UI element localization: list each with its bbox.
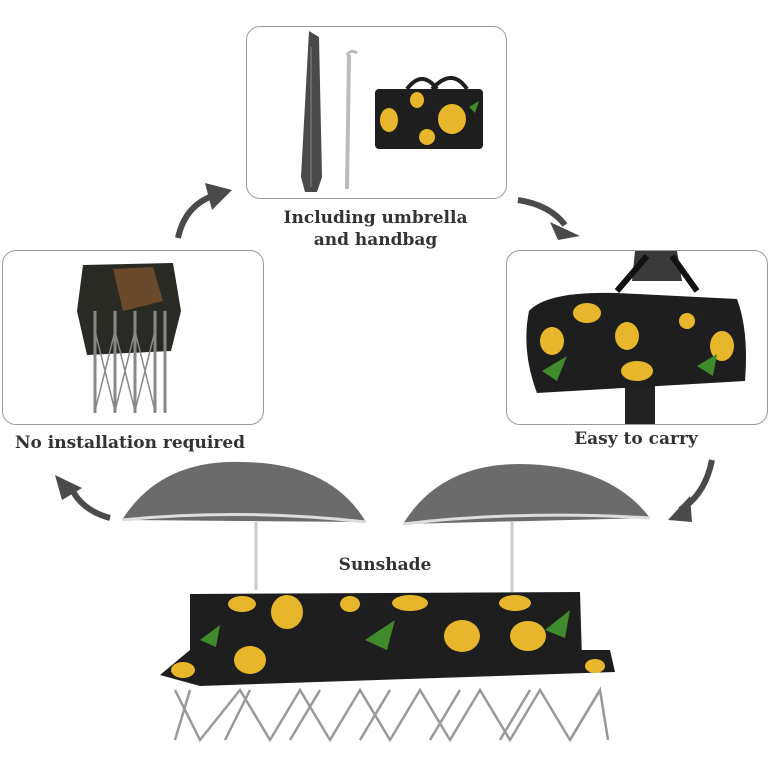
sunshade-caption: Sunshade <box>338 555 432 575</box>
carrying-bag-image <box>526 251 746 424</box>
arrow-up-right-icon <box>175 192 217 239</box>
carry-caption: Easy to carry <box>574 429 698 449</box>
folded-bench-image <box>77 263 181 413</box>
accessories-panel <box>246 26 507 199</box>
folded-panel <box>2 250 264 425</box>
flow-arrows <box>67 192 715 521</box>
umbrella-and-bag-image <box>301 31 483 192</box>
umbrella-left <box>121 461 367 590</box>
umbrella-right <box>402 464 651 592</box>
accessories-caption: Including umbrella and handbag <box>246 207 505 251</box>
carry-panel <box>506 250 768 425</box>
caption-line-2: and handbag <box>313 230 438 250</box>
folded-caption: No installation required <box>14 433 246 453</box>
bench <box>160 592 615 743</box>
arrow-down-right-icon <box>517 197 568 227</box>
caption-line-1: Including umbrella <box>283 208 468 228</box>
